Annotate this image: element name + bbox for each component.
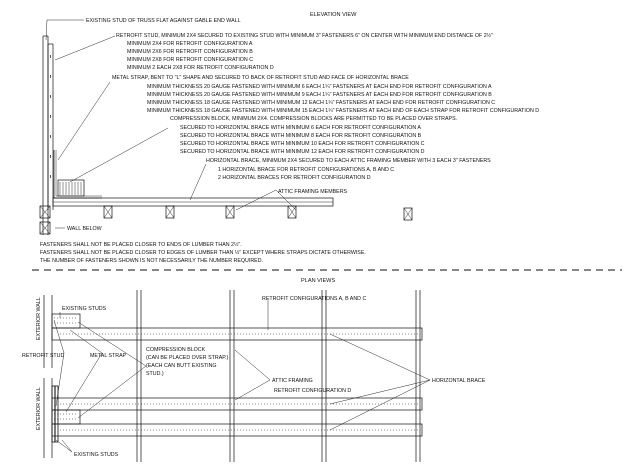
horizontal-brace-abc (51, 327, 423, 341)
note-metal-strap: METAL STRAP, BENT TO "L" SHAPE AND SECUR… (112, 75, 409, 81)
existing-studs-label-top: EXISTING STUDS (62, 306, 107, 312)
note-block-b: SECURED TO HORIZONTAL BRACE WITH MINIMUM… (180, 133, 422, 139)
elevation-leaders (45, 19, 297, 229)
compression-block-d (51, 409, 81, 425)
horizontal-brace-label: HORIZONTAL BRACE (432, 378, 486, 384)
plan-leaders (53, 300, 431, 453)
plan-title: PLAN VIEWS (301, 278, 335, 284)
compression-block-label-4: STUD.) (146, 371, 164, 377)
footnote-3: THE NUMBER OF FASTENERS SHOWN IS NOT NEC… (40, 258, 263, 264)
note-horizontal-brace: HORIZONTAL BRACE, MINIMUM 2X4 SECURED TO… (206, 158, 491, 164)
existing-studs-label-bottom: EXISTING STUDS (74, 452, 119, 458)
horizontal-brace-d (51, 397, 423, 437)
note-retrofit-b: MINIMUM 2X6 FOR RETROFIT CONFIGURATION B (127, 49, 253, 55)
note-brace-abc: 1 HORIZONTAL BRACE FOR RETROFIT CONFIGUR… (218, 167, 394, 173)
config-d-label: RETROFIT CONFIGURATION D (274, 388, 351, 394)
attic-framing-members-label: ATTIC FRAMING MEMBERS (278, 189, 348, 195)
retrofit-stud-label: RETROFIT STUD (22, 353, 64, 359)
retrofit-stud-plan (51, 385, 59, 443)
exterior-wall-label-bottom: EXTERIOR WALL (36, 387, 42, 430)
compression-block-label-3: (EACH CAN BUTT EXISTING (146, 363, 217, 369)
wall-below-label: WALL BELOW (67, 226, 102, 232)
note-retrofit-stud: RETROFIT STUD, MINIMUM 2X4 SECURED TO EX… (116, 32, 493, 39)
horizontal-brace (52, 197, 334, 207)
note-existing-stud: EXISTING STUD OF TRUSS FLAT AGAINST GABL… (86, 18, 241, 24)
wall-below-block (39, 221, 51, 235)
compression-block (57, 179, 85, 197)
note-compression-block: COMPRESSION BLOCK, MINIMUM 2X4. COMPRESS… (170, 116, 457, 122)
note-strap-a: MINIMUM THICKNESS 20 GAUGE FASTENED WITH… (147, 84, 492, 90)
config-abc-label: RETROFIT CONFIGURATIONS A, B AND C (262, 296, 366, 302)
existing-stud (42, 35, 49, 235)
note-retrofit-c: MINIMUM 2X8 FOR RETROFIT CONFIGURATION C (127, 57, 253, 63)
compression-block-label-1: COMPRESSION BLOCK (146, 347, 206, 353)
note-strap-c: MINIMUM THICKNESS 18 GAUGE FASTENED WITH… (147, 100, 495, 106)
elevation-title: ELEVATION VIEW (310, 12, 357, 18)
note-brace-d: 2 HORIZONTAL BRACES FOR RETROFIT CONFIGU… (218, 175, 371, 181)
note-block-d: SECURED TO HORIZONTAL BRACE WITH MINIMUM… (180, 149, 425, 155)
compression-block-label-2: (CAN BE PLACED OVER STRAP.) (146, 355, 229, 361)
metal-strap-label: METAL STRAP (90, 353, 127, 359)
exterior-wall-bottom (43, 378, 53, 458)
note-strap-d: MINIMUM THICKNESS 18 GAUGE FASTENED WITH… (147, 108, 539, 114)
note-block-a: SECURED TO HORIZONTAL BRACE WITH MINIMUM… (180, 125, 421, 131)
note-block-c: SECURED TO HORIZONTAL BRACE WITH MINIMUM… (180, 141, 425, 147)
attic-framing-members (39, 205, 413, 221)
note-retrofit-a: MINIMUM 2X4 FOR RETROFIT CONFIGURATION A (127, 41, 253, 47)
footnote-1: FASTENERS SHALL NOT BE PLACED CLOSER TO … (40, 241, 242, 248)
exterior-wall-label-top: EXTERIOR WALL (36, 297, 42, 340)
compression-block-abc (51, 313, 81, 329)
attic-framing-label: ATTIC FRAMING (272, 378, 313, 384)
retrofit-stud (47, 43, 54, 210)
note-strap-b: MINIMUM THICKNESS 20 GAUGE FASTENED WITH… (147, 92, 492, 98)
footnote-2: FASTENERS SHALL NOT BE PLACED CLOSER TO … (40, 249, 366, 256)
attic-framing-verticals (136, 290, 421, 462)
note-retrofit-d: MINIMUM 2 EACH 2X8 FOR RETROFIT CONFIGUR… (127, 65, 274, 71)
